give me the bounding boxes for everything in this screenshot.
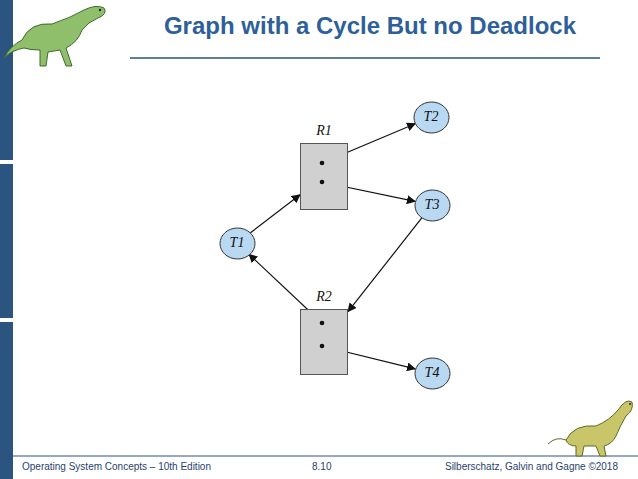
thread-label: T3 — [425, 197, 440, 213]
thread-label-holder: T1 — [220, 228, 255, 259]
thread-circle: T4 — [415, 358, 450, 389]
thread-label-holder: T3 — [415, 190, 450, 221]
thread-circle: T2 — [414, 102, 449, 133]
dinosaur-icon — [548, 401, 632, 456]
footer-text: 8.10 — [312, 461, 331, 472]
side-bar-gap — [0, 318, 13, 322]
thread-label: T4 — [425, 365, 440, 381]
circle-shape — [414, 102, 449, 133]
thread-circle: T3 — [415, 190, 450, 221]
thread-circle: T1 — [220, 228, 255, 259]
request-arrow — [250, 195, 300, 233]
resource-box: R2 — [300, 309, 348, 375]
footer-rule — [13, 456, 638, 457]
thread-label-holder: T4 — [415, 358, 450, 389]
side-bar — [0, 0, 13, 479]
instance-dot — [320, 161, 325, 166]
slide-title: Graph with a Cycle But no Deadlock — [100, 12, 638, 40]
instance-dot — [320, 344, 325, 349]
thread-label: T1 — [230, 235, 245, 251]
footer-text: Silberschatz, Galvin and Gagne ©2018 — [445, 461, 618, 472]
thread-label-holder: T2 — [414, 102, 449, 133]
request-arrow — [348, 218, 422, 312]
dinosaur-icon — [4, 6, 105, 66]
instance-dots — [301, 310, 347, 374]
thread-label: T2 — [424, 109, 439, 125]
resource-box: R1 — [300, 143, 348, 210]
instance-dot — [320, 180, 325, 185]
side-bar-gap — [0, 160, 13, 164]
circle-shape — [415, 190, 450, 221]
footer-text: Operating System Concepts – 10th Edition — [22, 461, 211, 472]
instance-dot — [320, 321, 325, 326]
title-rule — [130, 57, 600, 59]
circle-shape — [415, 358, 450, 389]
resource-label: R2 — [301, 289, 347, 305]
instance-dots — [301, 144, 347, 209]
circle-shape — [220, 228, 255, 259]
resource-label: R1 — [301, 123, 347, 139]
